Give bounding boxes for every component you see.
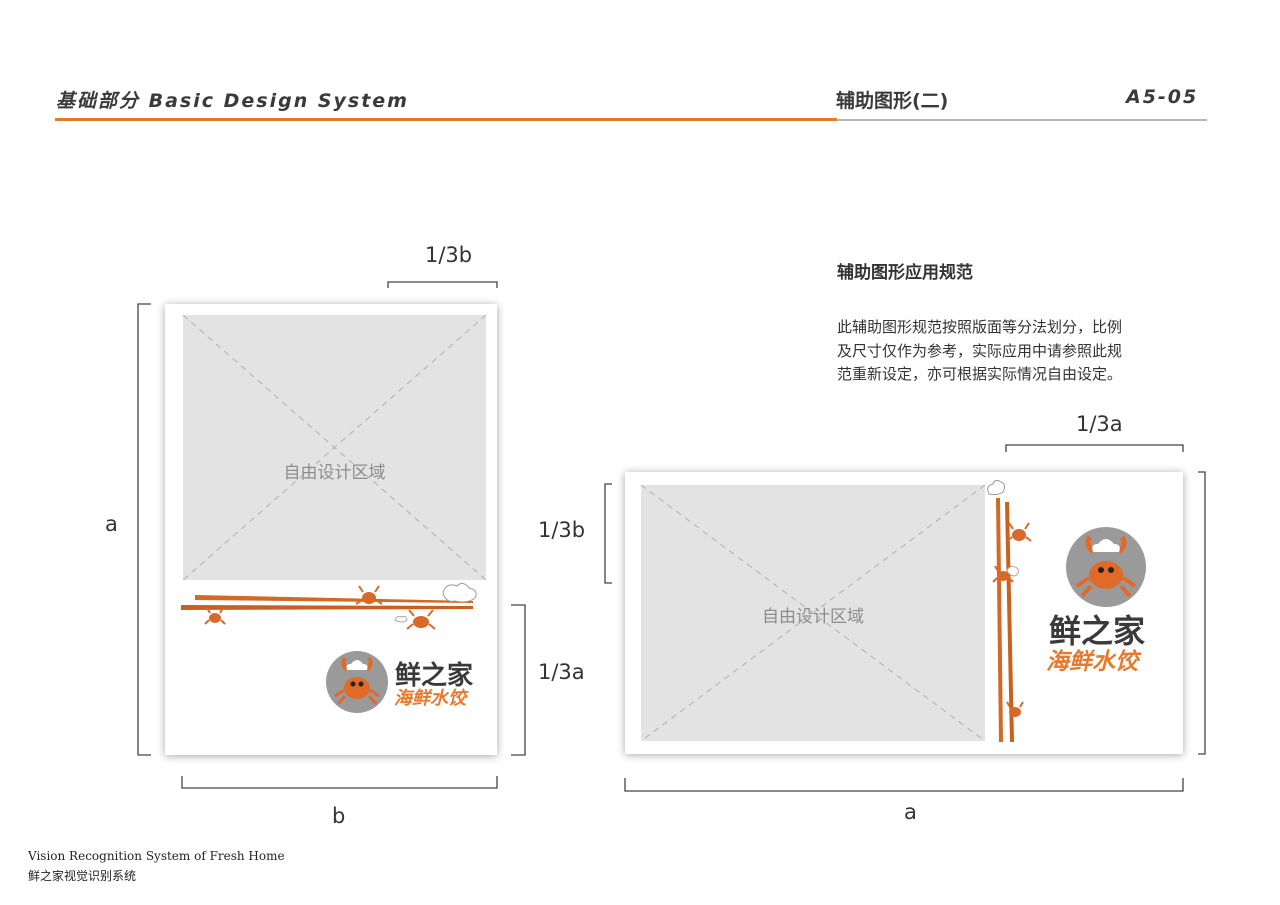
header-section-title: 基础部分 Basic Design System bbox=[56, 90, 409, 112]
landscape-dim-left: 1/3b bbox=[538, 518, 586, 542]
landscape-brand-name: 鲜之家 bbox=[1049, 612, 1146, 650]
portrait-zone-label: 自由设计区域 bbox=[283, 463, 386, 483]
landscape-chopsticks-graphic bbox=[987, 480, 1032, 742]
portrait-chopsticks-graphic bbox=[181, 582, 477, 630]
portrait-layout-card: 自由设计区域 鲜之家 海鲜水饺 bbox=[165, 304, 497, 755]
crab-logo-icon bbox=[326, 651, 388, 713]
portrait-dim-bottom: b bbox=[332, 804, 346, 828]
landscape-free-design-zone: 自由设计区域 bbox=[641, 485, 985, 741]
portrait-dim-left: a bbox=[105, 512, 118, 536]
spec-title: 辅助图形应用规范 bbox=[837, 263, 973, 283]
portrait-brand-sub: 海鲜水饺 bbox=[394, 688, 466, 709]
portrait-dim-top: 1/3b bbox=[425, 243, 473, 267]
landscape-dim-bottom: a bbox=[904, 800, 917, 824]
page-code: A5-05 bbox=[1126, 86, 1199, 108]
portrait-brand-name: 鲜之家 bbox=[395, 661, 474, 691]
spec-description: 此辅助图形规范按照版面等分法划分，比例及尺寸仅作为参考，实际应用中请参照此规范重… bbox=[837, 318, 1123, 383]
landscape-brand-sub: 海鲜水饺 bbox=[1046, 649, 1138, 675]
crab-logo-icon-large bbox=[1066, 527, 1146, 607]
landscape-dim-top: 1/3a bbox=[1076, 412, 1123, 436]
landscape-layout-card: 自由设计区域 鲜之家 海鲜水饺 bbox=[625, 472, 1183, 754]
footer-english: Vision Recognition System of Fresh Home bbox=[28, 849, 285, 863]
footer-chinese: 鲜之家视觉识别系统 bbox=[28, 869, 137, 883]
portrait-free-design-zone: 自由设计区域 bbox=[183, 315, 486, 580]
header-subtitle: 辅助图形(二) bbox=[836, 90, 949, 112]
landscape-zone-label: 自由设计区域 bbox=[762, 607, 864, 627]
header-rule-gray bbox=[837, 119, 1207, 121]
header-rule-accent bbox=[55, 118, 837, 121]
portrait-dim-right: 1/3a bbox=[538, 660, 585, 684]
crab-icon bbox=[355, 585, 383, 605]
